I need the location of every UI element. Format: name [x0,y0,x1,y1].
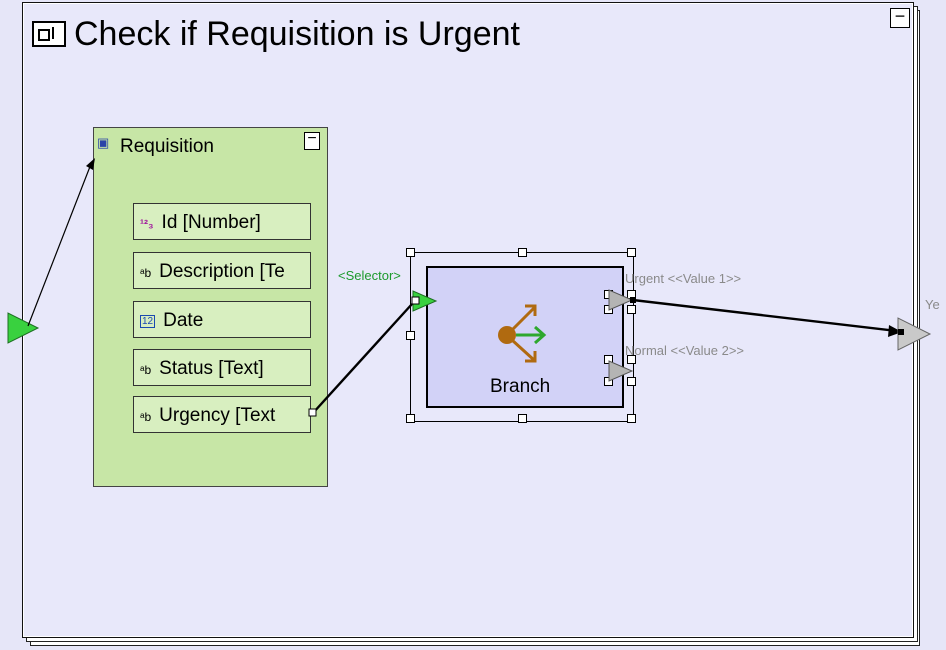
resize-handle[interactable] [406,331,415,340]
connector-endpoint[interactable] [308,408,317,417]
arrowhead-icon [86,158,95,170]
output-label-normal: Normal <<Value 2>> [625,343,744,358]
database-icon: ▣ [97,135,110,150]
field-label: Id [Number] [161,212,261,233]
field-urgency[interactable]: ᵃb Urgency [Text [133,396,311,433]
resize-handle[interactable] [627,248,636,257]
field-label: Date [163,310,204,331]
output-port-urgent-icon[interactable] [608,289,634,311]
text-type-icon: ᵃb [140,363,152,377]
start-port-icon[interactable] [7,312,40,344]
resize-handle[interactable] [627,355,636,364]
resize-handle[interactable] [518,248,527,257]
date-type-icon: 12 [140,315,156,328]
arrowhead-icon [888,325,902,337]
resize-handle[interactable] [627,414,636,423]
number-type-icon: ¹²₃ [140,217,154,231]
field-id[interactable]: ¹²₃ Id [Number] [133,203,311,240]
text-type-icon: ᵃb [140,266,152,280]
field-label: Status [Text] [159,358,264,379]
selector-port-label: <Selector> [338,268,401,283]
resize-handle[interactable] [627,377,636,386]
branch-node[interactable] [426,266,624,408]
start-connector[interactable] [27,163,92,327]
connector-endpoint[interactable] [630,297,636,303]
output-label-urgent: Urgent <<Value 1>> [625,271,742,286]
field-label: Urgency [Text [159,405,276,426]
field-label: Description [Te [159,261,285,282]
connector-endpoint [898,329,904,335]
process-title: Check if Requisition is Urgent [32,12,520,56]
resize-handle[interactable] [406,248,415,257]
field-status[interactable]: ᵃb Status [Text] [133,349,311,386]
field-description[interactable]: ᵃb Description [Te [133,252,311,289]
selector-connector[interactable] [312,303,413,414]
process-icon [32,21,66,47]
connector-endpoint[interactable] [411,296,420,305]
process-title-text: Check if Requisition is Urgent [74,15,520,53]
branch-icon [498,304,547,363]
urgent-connector[interactable] [632,298,898,333]
collapse-requisition-button[interactable]: − [304,131,320,150]
requisition-title: Requisition [120,136,214,157]
text-type-icon: ᵃb [140,410,152,424]
field-date[interactable]: 12 Date [133,301,311,338]
resize-handle[interactable] [627,305,636,314]
collapse-process-button[interactable]: − [890,7,910,28]
resize-handle[interactable] [406,414,415,423]
output-port-normal-icon[interactable] [608,360,634,382]
branch-label: Branch [490,376,551,397]
resize-handle[interactable] [518,414,527,423]
next-step-label: Ye [925,297,940,312]
